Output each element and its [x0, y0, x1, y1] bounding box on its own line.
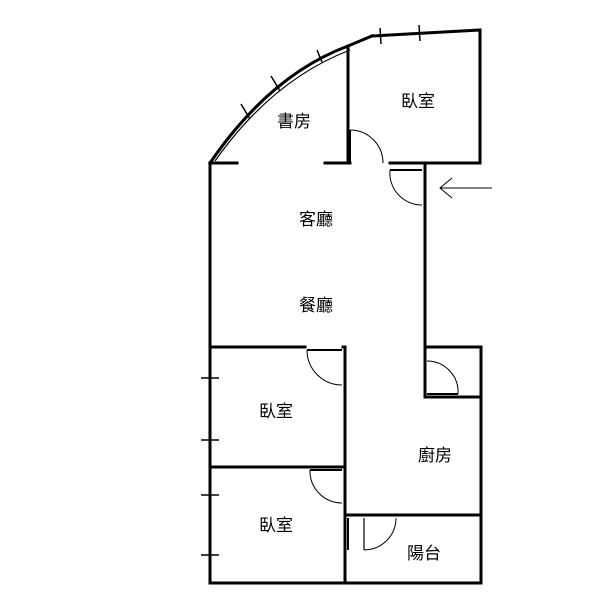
- top-bedroom-walls: [370, 28, 482, 165]
- room-label-study: 書房: [277, 112, 311, 132]
- door-service-room: [426, 360, 459, 395]
- door-balcony: [347, 517, 397, 551]
- room-label-kitchen: 廚房: [418, 445, 452, 466]
- entrance-arrow-icon: [439, 177, 492, 199]
- service-room-wall: [423, 345, 483, 399]
- mid-bedroom-walls: [208, 345, 347, 585]
- curved-exterior-wall: [207, 34, 374, 166]
- door-top-bedroom: [349, 129, 384, 164]
- room-label-top-bedroom: 臥室: [401, 92, 435, 112]
- room-label-bottom-bedroom: 臥室: [259, 516, 293, 536]
- window-marks: [201, 24, 421, 556]
- door-mid-bedroom: [306, 349, 343, 386]
- room-label-living: 客廳: [299, 210, 333, 230]
- door-bottom-bedroom: [309, 469, 343, 504]
- room-label-dining: 餐廳: [299, 296, 333, 316]
- room-label-balcony: 陽台: [407, 544, 441, 564]
- door-entrance: [389, 169, 423, 206]
- room-label-mid-bedroom: 臥室: [259, 402, 293, 422]
- curved-wall-inner-line: [214, 49, 351, 162]
- kitchen-right-wall: [423, 345, 483, 585]
